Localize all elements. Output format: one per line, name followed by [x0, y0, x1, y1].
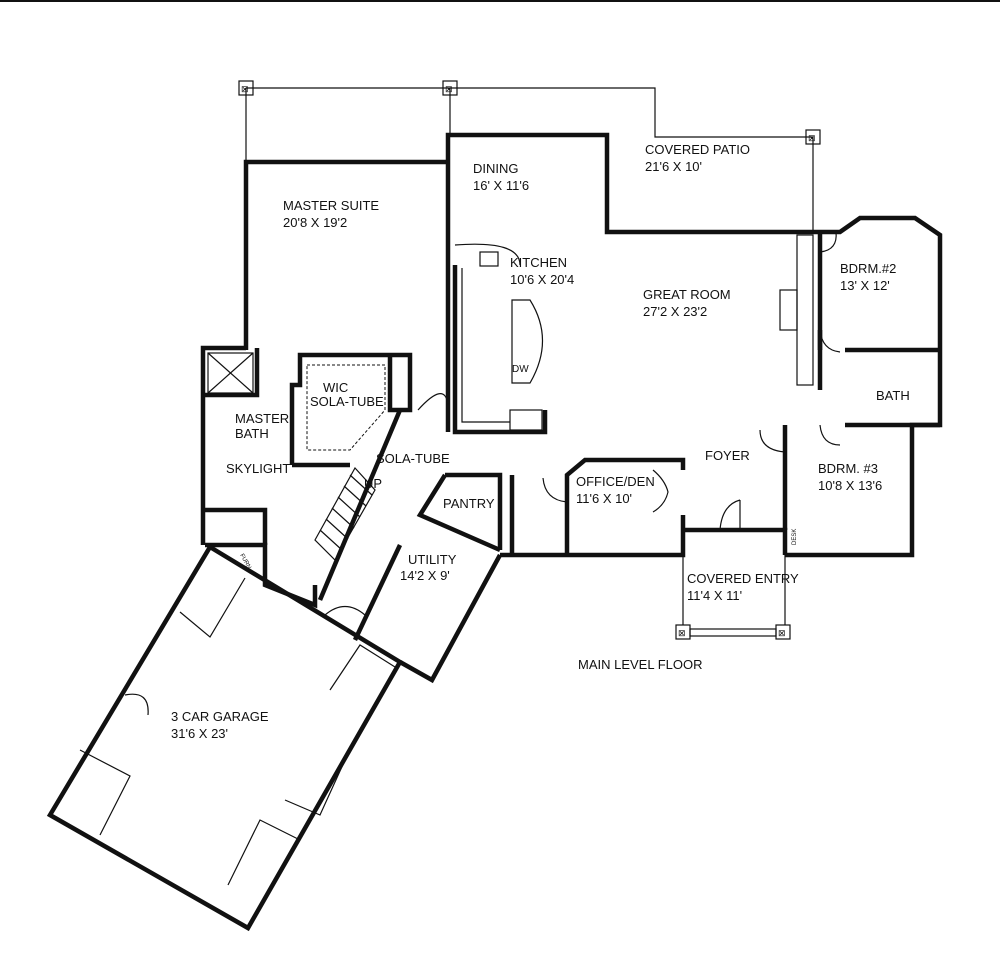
- room-label-great-room: GREAT ROOM 27'2 X 23'2: [643, 287, 731, 319]
- covered-entry-outline: [682, 555, 786, 637]
- stairs[interactable]: [314, 409, 403, 601]
- svg-text:10'8 X 13'6: 10'8 X 13'6: [818, 478, 882, 493]
- room-label-bdrm-2: BDRM.#2 13' X 12': [840, 261, 896, 293]
- label-desk: DESK: [792, 529, 798, 545]
- svg-text:10'6 X 20'4: 10'6 X 20'4: [510, 272, 574, 287]
- svg-text:14'2 X 9': 14'2 X 9': [400, 568, 450, 583]
- room-label-covered-entry: COVERED ENTRY 11'4 X 11': [687, 571, 799, 603]
- svg-text:DINING: DINING: [473, 161, 519, 176]
- label-sola-tube-hall: SOLA-TUBE: [376, 451, 450, 466]
- room-label-dining: DINING 16' X 11'6: [473, 161, 529, 193]
- room-label-kitchen: KITCHEN 10'6 X 20'4: [510, 255, 574, 287]
- label-bath: BATH: [876, 388, 910, 403]
- label-sola-tube-wic: SOLA-TUBE: [310, 394, 384, 409]
- svg-text:3 CAR GARAGE: 3 CAR GARAGE: [171, 709, 269, 724]
- room-label-covered-patio: COVERED PATIO 21'6 X 10': [645, 142, 750, 174]
- label-up: UP: [364, 476, 382, 491]
- room-label-garage: 3 CAR GARAGE 31'6 X 23': [171, 709, 269, 741]
- svg-text:16' X 11'6: 16' X 11'6: [473, 178, 529, 193]
- room-label-utility: UTILITY 14'2 X 9': [400, 552, 457, 583]
- pantry-utility-walls: [352, 472, 503, 684]
- svg-text:GREAT ROOM: GREAT ROOM: [643, 287, 731, 302]
- label-wic: WIC: [323, 380, 348, 395]
- label-master-bath: MASTER: [235, 411, 289, 426]
- room-label-bdrm-3: BDRM. #3 10'8 X 13'6: [818, 461, 882, 493]
- svg-text:BDRM.#2: BDRM.#2: [840, 261, 896, 276]
- label-foyer: FOYER: [705, 448, 750, 463]
- fireplace: [779, 234, 814, 386]
- svg-text:⊠: ⊠: [808, 133, 816, 143]
- svg-text:31'6 X 23': 31'6 X 23': [171, 726, 228, 741]
- svg-text:21'6 X 10': 21'6 X 10': [645, 159, 702, 174]
- label-skylight: SKYLIGHT: [226, 461, 290, 476]
- svg-text:MASTER SUITE: MASTER SUITE: [283, 198, 379, 213]
- garage: [46, 543, 404, 932]
- svg-text:20'8 X 19'2: 20'8 X 19'2: [283, 215, 347, 230]
- label-master-bath-2: BATH: [235, 426, 269, 441]
- svg-text:KITCHEN: KITCHEN: [510, 255, 567, 270]
- master-bath-walls: [203, 348, 413, 609]
- svg-text:⊠: ⊠: [445, 84, 453, 94]
- svg-text:BDRM. #3: BDRM. #3: [818, 461, 878, 476]
- post-icon: ⊠ ⊠ ⊠ ⊠ ⊠: [238, 80, 821, 640]
- label-dishwasher: DW: [512, 364, 529, 375]
- svg-text:⊠: ⊠: [678, 628, 686, 638]
- svg-text:⊠: ⊠: [241, 84, 249, 94]
- svg-text:⊠: ⊠: [778, 628, 786, 638]
- svg-text:13' X 12': 13' X 12': [840, 278, 890, 293]
- svg-text:OFFICE/DEN: OFFICE/DEN: [576, 474, 655, 489]
- room-label-office-den: OFFICE/DEN 11'6 X 10': [576, 474, 655, 506]
- svg-text:COVERED ENTRY: COVERED ENTRY: [687, 571, 799, 586]
- svg-text:11'4 X 11': 11'4 X 11': [687, 588, 742, 603]
- room-label-master-suite: MASTER SUITE 20'8 X 19'2: [283, 198, 379, 230]
- door-swings: [324, 231, 841, 616]
- svg-text:11'6 X 10': 11'6 X 10': [576, 491, 632, 506]
- exterior-walls: [200, 132, 943, 558]
- kitchen-cabinets: [452, 243, 548, 435]
- svg-text:27'2 X 23'2: 27'2 X 23'2: [643, 304, 707, 319]
- label-pantry: PANTRY: [443, 496, 495, 511]
- svg-text:UTILITY: UTILITY: [408, 552, 457, 567]
- covered-patio-outline: [245, 87, 814, 232]
- plan-title: MAIN LEVEL FLOOR: [578, 657, 703, 672]
- svg-text:COVERED PATIO: COVERED PATIO: [645, 142, 750, 157]
